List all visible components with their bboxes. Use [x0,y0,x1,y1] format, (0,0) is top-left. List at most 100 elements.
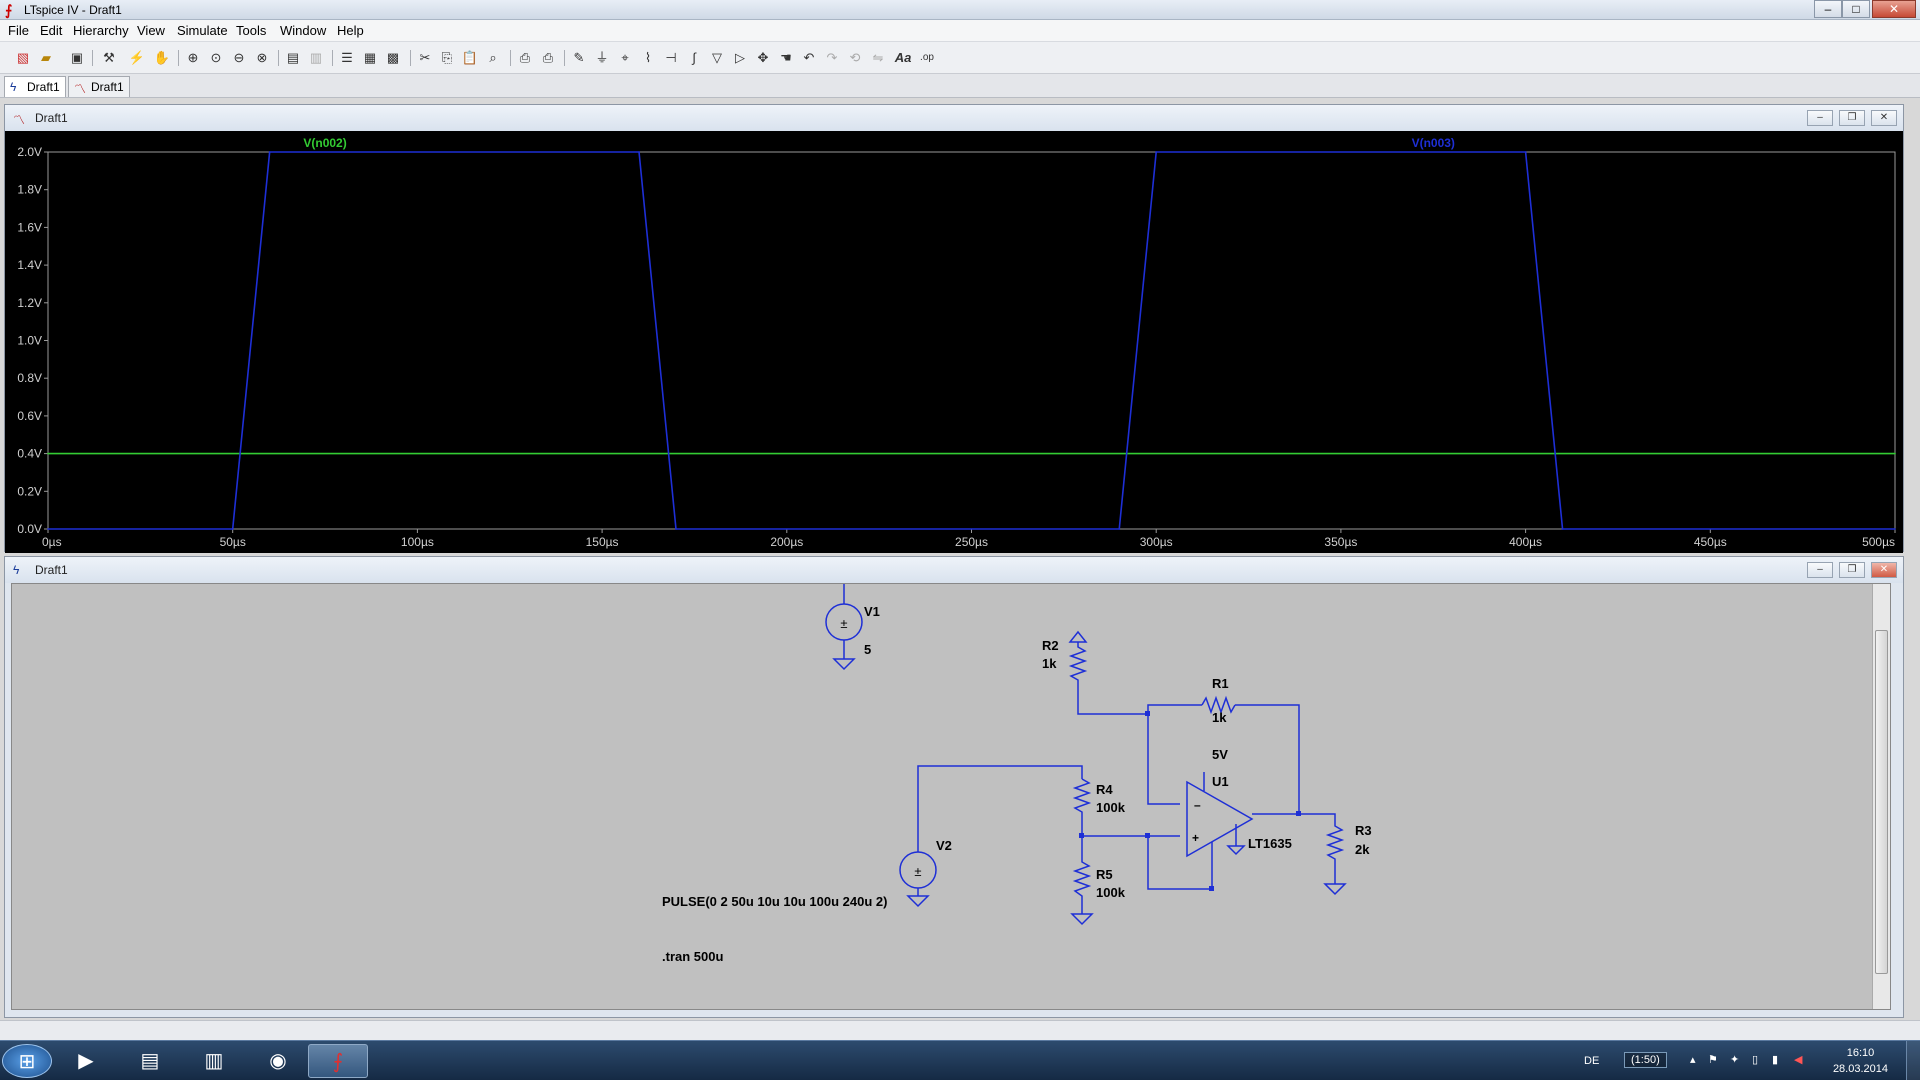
waveform-close-button[interactable]: ✕ [1871,110,1897,126]
action-center-flag-icon[interactable]: ⚑ [1708,1054,1718,1066]
r5-name[interactable]: R5 [1096,867,1113,882]
ground-icon[interactable]: ⏚ [595,50,609,65]
mirror-icon[interactable]: ⇋ [872,50,884,65]
r1-value[interactable]: 1k [1212,710,1227,725]
media-player-icon[interactable]: ▶ [78,1050,94,1072]
spice-directive[interactable]: .tran 500u [662,949,723,964]
drag-icon[interactable]: ☚ [780,50,792,65]
cut-icon[interactable]: ✂ [419,50,431,65]
open-icon[interactable]: ▰ [41,50,51,65]
diode-icon[interactable]: ▽ [712,50,722,65]
minimize-button[interactable]: – [1814,0,1842,18]
menu-view[interactable]: View [137,23,165,38]
spice-directive-icon[interactable]: .op [920,52,934,63]
ltspice-taskbar-icon[interactable]: ⨍ [308,1044,368,1078]
tray-badge[interactable]: (1:50) [1624,1052,1667,1068]
capacitor-icon[interactable]: ⊣ [665,50,677,65]
folder-icon[interactable]: ▥ [204,1050,224,1072]
zoom-out-icon[interactable]: ⊖ [233,50,245,65]
new-schematic-icon[interactable]: ▧ [16,50,30,65]
u1-model[interactable]: LT1635 [1248,836,1292,851]
menu-help[interactable]: Help [337,23,364,38]
save-icon[interactable]: ▣ [70,50,84,65]
inductor-icon[interactable]: ∫ [692,50,696,65]
r2-resistor[interactable] [1068,642,1148,715]
r5-value[interactable]: 100k [1096,885,1126,900]
show-desktop-button[interactable] [1906,1041,1920,1080]
r5-resistor[interactable] [1072,836,1092,914]
paste-icon[interactable]: 📋 [461,50,479,65]
r2-value[interactable]: 1k [1042,656,1057,671]
u1-name[interactable]: U1 [1212,774,1229,789]
schematic-restore-button[interactable]: ❐ [1839,562,1865,578]
r4-value[interactable]: 100k [1096,800,1126,815]
r4-resistor[interactable] [1072,778,1092,836]
print-icon[interactable]: ⎙ [542,50,554,65]
find-icon[interactable]: ⌕ [489,50,497,65]
r3-resistor[interactable] [1299,813,1345,884]
wire-icon[interactable]: ✎ [573,50,585,65]
component-icon[interactable]: ▷ [735,50,745,65]
text-icon[interactable]: Aa [894,50,912,65]
waveform-restore-button[interactable]: ❐ [1839,110,1865,126]
trace-label[interactable]: V(n002) [303,136,346,150]
clock[interactable]: 16:10 28.03.2014 [1833,1045,1888,1077]
menu-tools[interactable]: Tools [236,23,267,38]
zoom-in-icon[interactable]: ⊕ [187,50,199,65]
tray-show-hidden-icon[interactable]: ▴ [1690,1054,1696,1066]
language-indicator[interactable]: DE [1584,1055,1600,1067]
tile-horizontal-icon[interactable]: ☰ [341,50,353,65]
v2-name[interactable]: V2 [936,838,952,853]
u1-opamp-symbol[interactable] [1186,780,1254,858]
schematic-drawing[interactable]: ± ± – + V1 5 R2 1k R1 1k 5V U1 LT1635 R3… [12,584,1872,1009]
waveform-minimize-button[interactable]: – [1807,110,1833,126]
v2-value[interactable]: PULSE(0 2 50u 10u 10u 100u 240u 2) [662,894,887,909]
battery-icon[interactable]: ▯ [1752,1054,1759,1066]
wire[interactable] [1235,704,1300,814]
print-setup-icon[interactable]: ⎙ [519,50,531,65]
trace-label[interactable]: V(n003) [1412,136,1455,150]
r1-resistor[interactable] [1201,695,1236,715]
close-button[interactable]: ✕ [1872,0,1916,18]
autorange-x-icon[interactable]: ▥ [309,50,323,65]
r3-name[interactable]: R3 [1355,823,1372,838]
tab-schematic[interactable]: ϟ Draft1 [4,76,66,97]
r2-name[interactable]: R2 [1042,638,1059,653]
undo-icon[interactable]: ↶ [803,50,815,65]
menu-simulate[interactable]: Simulate [177,23,228,38]
file-explorer-icon[interactable]: ▤ [140,1050,160,1072]
control-panel-icon[interactable]: ⚒ [103,50,115,65]
move-icon[interactable]: ✥ [757,50,769,65]
zoom-icon[interactable]: ⊙ [210,50,222,65]
zoom-fit-icon[interactable]: ⊗ [256,50,268,65]
v1-value[interactable]: 5 [864,642,871,657]
pan-icon[interactable]: ✋ [153,50,171,65]
tile-vertical-icon[interactable]: ▩ [386,50,400,65]
waveform-plot[interactable]: 0.0V0.2V0.4V0.6V0.8V1.0V1.2V1.4V1.6V1.8V… [5,131,1903,553]
menu-window[interactable]: Window [280,23,327,38]
start-orb-icon[interactable]: ⊞ [2,1044,52,1078]
redo-icon[interactable]: ↷ [826,50,838,65]
schematic-minimize-button[interactable]: – [1807,562,1833,578]
menu-edit[interactable]: Edit [40,23,63,38]
resistor-icon[interactable]: ⌇ [644,50,652,65]
copy-icon[interactable]: ⎘ [441,50,453,65]
wire[interactable] [917,765,1083,852]
rotate-icon[interactable]: ⟲ [849,50,861,65]
v1-name[interactable]: V1 [864,604,880,619]
r4-name[interactable]: R4 [1096,782,1113,797]
cascade-icon[interactable]: ▦ [363,50,377,65]
autorange-icon[interactable]: ▤ [286,50,300,65]
menu-file[interactable]: File [8,23,29,38]
volume-icon[interactable]: ◀ [1794,1054,1803,1066]
wire[interactable] [1147,714,1180,805]
schematic-vertical-scrollbar[interactable] [1872,584,1890,1009]
r3-value[interactable]: 2k [1355,842,1370,857]
label-net-icon[interactable]: ⌖ [621,50,629,65]
r1-name[interactable]: R1 [1212,676,1229,691]
firefox-icon[interactable]: ◉ [269,1050,287,1072]
wire[interactable] [1147,704,1202,714]
scrollbar-thumb[interactable] [1875,630,1888,974]
run-icon[interactable]: ⚡ [128,50,146,65]
